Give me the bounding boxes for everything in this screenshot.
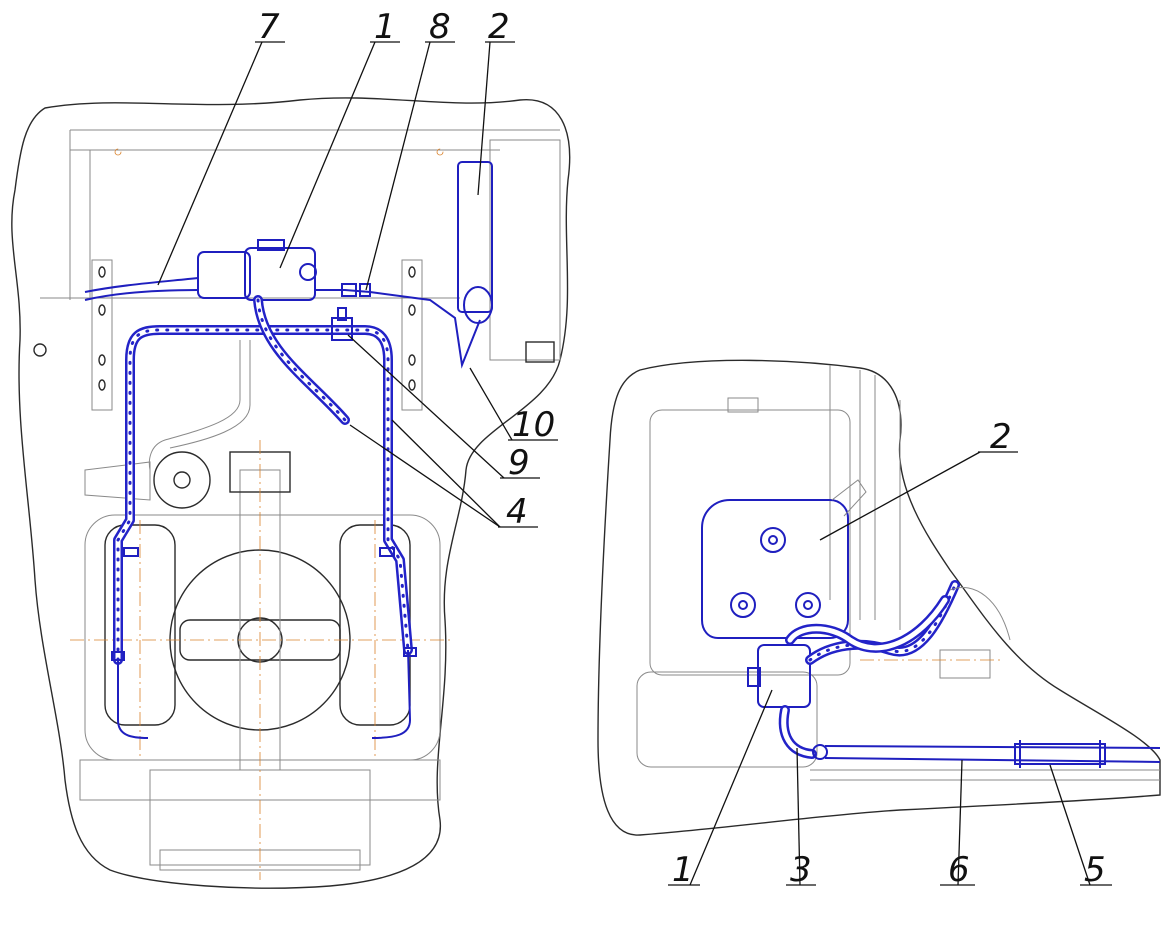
slot <box>408 304 416 316</box>
tank-cap <box>463 286 493 324</box>
bolt-hole <box>436 148 444 156</box>
left-bracket <box>91 259 113 411</box>
callout-1: 1 <box>374 7 396 47</box>
silencer-5 <box>1014 743 1106 765</box>
heater-port <box>299 263 317 281</box>
fuel-filter <box>359 283 371 297</box>
leader-r3 <box>796 747 801 886</box>
slot <box>98 354 106 366</box>
tank-neck <box>727 397 759 413</box>
exhaust-pipe-7-lower <box>84 289 199 301</box>
tank-port-core <box>803 600 813 610</box>
elbow-3-inner <box>781 707 815 757</box>
fuel-tank-2 <box>457 161 493 313</box>
right-bracket <box>401 259 423 411</box>
filler-pipe <box>831 479 867 517</box>
return-pipe <box>148 340 241 471</box>
callout-right-6: 6 <box>948 850 970 890</box>
callout-right-5: 5 <box>1084 850 1106 890</box>
leader-4b <box>391 419 501 528</box>
lower-return-left <box>117 660 149 739</box>
tank-housing <box>649 409 851 676</box>
slot <box>408 379 416 391</box>
base-plate <box>636 671 818 768</box>
coolant-hose-texture <box>808 583 957 662</box>
tank-port <box>760 527 786 553</box>
leader-9 <box>347 334 505 479</box>
exhaust-pipe-6-lower <box>824 757 1161 763</box>
bolt-hole <box>114 148 122 156</box>
coolant-hose-4 <box>113 325 413 665</box>
tank-port <box>730 592 756 618</box>
clamp <box>379 547 395 557</box>
leader-2 <box>477 41 491 196</box>
leader-r6 <box>957 759 963 886</box>
elbow-fitting <box>812 744 828 760</box>
leader-7 <box>157 41 263 286</box>
callout-8: 8 <box>429 7 451 47</box>
fin-outline <box>949 586 1011 641</box>
callout-labels: 7 1 8 2 10 9 4 2 1 3 6 5 <box>258 7 1106 890</box>
heater-head-1 <box>244 247 316 301</box>
lower-return-right <box>371 649 412 739</box>
leader-1 <box>279 41 376 269</box>
callout-9: 9 <box>508 443 530 483</box>
exhaust-pipe-7 <box>84 277 199 293</box>
coolant-hose-4-texture <box>116 328 410 662</box>
tank-port <box>795 592 821 618</box>
callout-7: 7 <box>258 7 280 47</box>
coolant-hose-2-inner <box>787 597 948 651</box>
heater-1 <box>757 644 811 708</box>
callout-4: 4 <box>506 492 528 532</box>
tank-port-core <box>738 600 748 610</box>
fuel-line-8 <box>315 289 481 369</box>
valve-9 <box>337 307 347 321</box>
slot <box>408 266 416 278</box>
return-pipe-2 <box>169 340 251 449</box>
fuel-tank-2 <box>701 499 849 639</box>
heater-connector <box>257 239 285 251</box>
cylinder-fragment <box>939 649 991 679</box>
mount-arm <box>84 461 151 501</box>
slot <box>98 304 106 316</box>
right-view <box>597 359 1161 836</box>
callout-right-3: 3 <box>790 850 812 890</box>
heater-body-1 <box>197 251 251 299</box>
tank-port-core <box>768 535 778 545</box>
slot <box>98 266 106 278</box>
exhaust-pipe-6 <box>824 745 1161 749</box>
tee-fitting <box>331 317 353 341</box>
fuel-pump-8 <box>341 283 357 297</box>
callout-2: 2 <box>488 7 510 47</box>
leader-r2 <box>819 451 981 541</box>
slot <box>408 354 416 366</box>
left-view <box>11 97 571 889</box>
callout-right-1: 1 <box>672 850 694 890</box>
leader-4a <box>349 424 501 528</box>
leader-r5 <box>1049 764 1091 886</box>
coolant-hose-4-inner <box>115 327 411 663</box>
bolt-hole <box>33 343 47 357</box>
clamp <box>123 547 139 557</box>
panel-bracket <box>525 341 555 363</box>
slot <box>98 379 106 391</box>
side-panel <box>489 139 561 361</box>
callout-10: 10 <box>512 405 555 445</box>
clamp <box>111 651 125 661</box>
leader-r1 <box>689 689 773 886</box>
clamp <box>403 647 417 657</box>
pulley-hub <box>173 471 191 489</box>
callout-right-2: 2 <box>990 417 1012 457</box>
heater-1-mount <box>747 667 761 687</box>
pulley <box>153 451 211 509</box>
leader-8 <box>365 41 431 291</box>
leader-lines <box>157 41 1112 886</box>
coolant-hose-diag-inner <box>255 297 348 423</box>
left-view-boundary <box>11 97 571 889</box>
leader-10 <box>469 367 513 441</box>
